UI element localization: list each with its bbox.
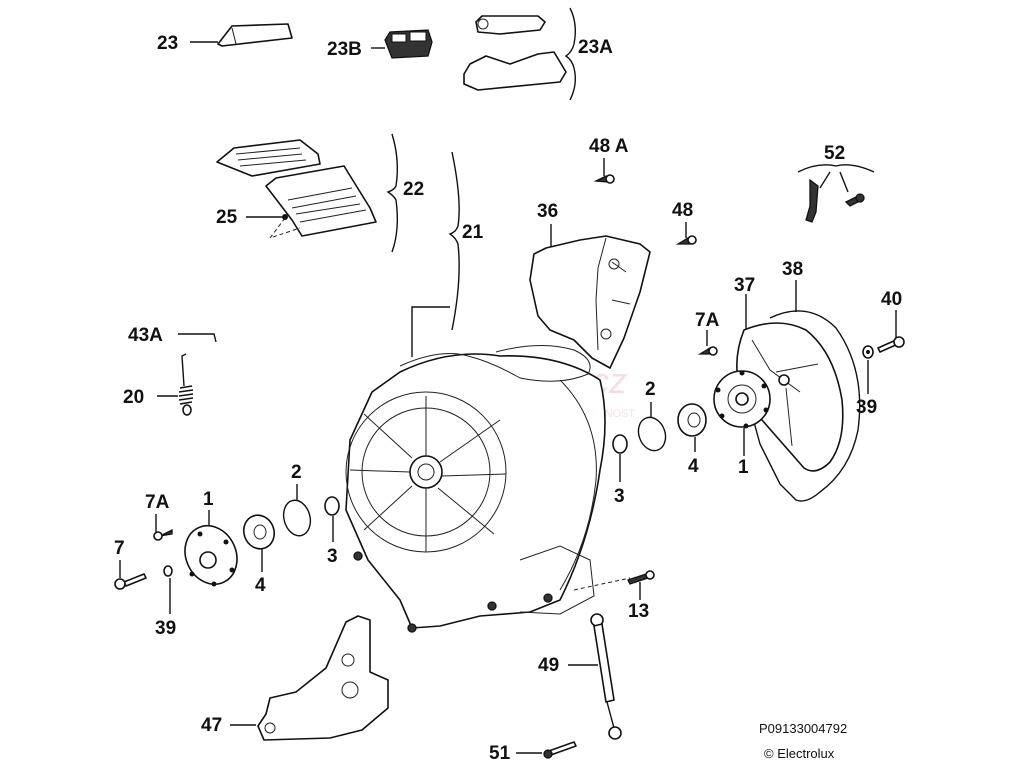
label-23: 23 [157,33,179,54]
label-23A: 23A [578,37,613,58]
label-48: 48 [672,200,694,221]
part-23A-handle-set [463,7,577,101]
label-43A: 43A [128,325,163,346]
part-21-tub-assembly [345,344,631,633]
part-23-cover [190,23,293,47]
part-7A-screw-right [697,330,718,356]
label-4-right: 4 [688,456,699,477]
label-1-left: 1 [203,489,214,510]
part-3-bearing-left [324,496,340,542]
part-37-pulley [736,294,844,472]
label-39-right: 39 [856,397,878,418]
part-4-seal-left [242,514,276,572]
label-2-left: 2 [291,462,302,483]
part-39-washer-left [163,565,173,614]
part-51-pin [516,741,577,759]
label-3-left: 3 [327,546,338,567]
part-22-detergent-drawer-parts [216,133,399,253]
part-39-washer-right [862,345,874,394]
label-49: 49 [538,655,560,676]
label-25: 25 [216,207,238,228]
copyright: © Electrolux [764,746,835,761]
part-40-bolt [877,310,905,353]
part-48A-screw [593,158,615,184]
part-20-spring [157,353,194,416]
label-13: 13 [628,601,650,622]
part-47-bracket [230,615,389,741]
part-36-tub-cover [529,224,651,369]
label-39-left: 39 [155,618,177,639]
part-3-bearing-right [612,434,628,482]
part-49-shock-absorber [568,613,622,740]
part-2-oring-right [637,402,667,452]
part-52-clip-and-screw [797,164,875,223]
label-21: 21 [462,222,484,243]
part-38-drive-belt [747,280,861,502]
label-36: 36 [537,201,559,222]
label-47: 47 [201,715,223,736]
label-3-right: 3 [614,486,625,507]
part-2-oring-left [282,484,312,537]
label-38: 38 [782,259,804,280]
drawing-number: P09133004792 [759,721,848,736]
part-23B-dispenser-insert [371,29,433,59]
label-52: 52 [824,143,846,164]
label-7A-left: 7A [145,492,170,513]
label-20: 20 [123,387,145,408]
label-1-right: 1 [738,457,749,478]
label-37: 37 [734,275,756,296]
part-1-flange-left [184,510,238,587]
part-4-seal-right [677,403,707,452]
label-7A-right: 7A [695,310,720,331]
label-7: 7 [114,538,125,559]
label-40: 40 [881,289,903,310]
part-48-screw [675,222,697,245]
part-1-flange-right [713,370,771,456]
part-7A-screw-left [153,514,173,541]
label-48A: 48 A [589,136,629,157]
label-22: 22 [403,179,425,200]
part-13-screw [627,570,655,600]
part-43A-hook [178,333,217,343]
part-21-brace [411,151,460,357]
label-2-right: 2 [645,379,656,400]
label-4-left: 4 [255,575,266,596]
part-7-bolt [114,560,147,590]
label-23B: 23B [327,39,362,60]
label-51: 51 [489,743,511,764]
